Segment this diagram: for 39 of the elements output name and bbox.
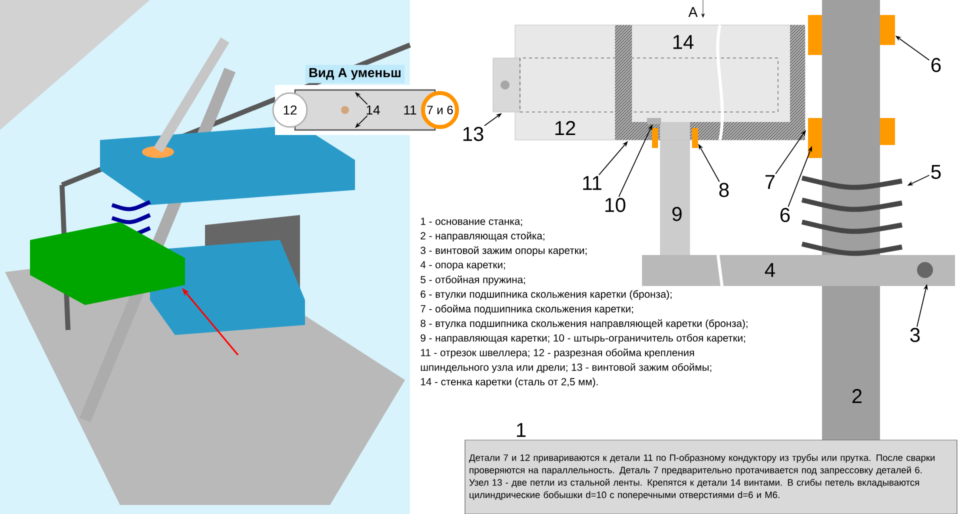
- note-box: Детали 7 и 12 привариваются к детали 11 по П-образному кондуктору из трубы или прутка. После сварки проверяются на параллельность. Деталь 7 предварительно протачивается под запрессовку деталей 6. Узел 13 - две петли из стальной ленты. Крепятся к детали 14 винтами. В сгибы петель вкладываются цилиндрические бобышки d=10 с поперечными отверстиями d=6 и М6.: [464, 440, 958, 514]
- legend-line: 4 - опора каретки;: [420, 261, 505, 270]
- legend-line: 14 - стенка каретки (сталь от 2,5 мм).: [421, 378, 598, 388]
- part-number: 4: [764, 263, 775, 277]
- node-label: 11: [404, 106, 416, 114]
- legend-line: 6 - втулки подшипника скольжения каретки (бронза);: [420, 290, 672, 300]
- callout-number: 5: [931, 165, 941, 179]
- legend-line: 11 - отрезок швеллера; 12 - разрезная обойма крепления: [421, 348, 694, 358]
- view-label: A: [688, 7, 698, 17]
- callout-number: 7: [765, 175, 775, 189]
- bushing-ring: 7 и 6: [421, 91, 459, 129]
- callout-number: 8: [719, 182, 729, 198]
- part-number: 14: [673, 35, 694, 49]
- callout-number: 3: [910, 328, 920, 342]
- legend-line: 3 - винтовой зажим опоры каретки;: [420, 246, 587, 256]
- callout-number: 13: [463, 126, 484, 142]
- legend-line: 8 - втулка подшипника скольжения направляющей каретки (бронза);: [420, 319, 748, 330]
- bushing: [692, 128, 698, 148]
- callout-number: 6: [931, 58, 941, 72]
- callout-number: 6: [780, 208, 790, 222]
- callout-number: 11: [583, 176, 602, 190]
- bushing: [647, 118, 661, 124]
- bushing: [880, 15, 896, 45]
- circle-part: 12: [272, 92, 308, 128]
- spring: [801, 176, 902, 256]
- legend-line: 9 - направляющая каретки; 10 - штырь-ограничитель отбоя каретки;: [420, 334, 746, 344]
- arrow: [355, 92, 368, 105]
- arrow: [355, 115, 368, 128]
- callout-number: 10: [605, 198, 626, 212]
- part-number: 2: [852, 389, 862, 403]
- part-number: 9: [672, 206, 682, 222]
- view-heading: Вид А уменьш: [305, 64, 405, 84]
- legend-line: 5 - отбойная пружина;: [420, 276, 525, 286]
- callout-number: 14: [366, 106, 380, 114]
- part-number: 12: [555, 121, 576, 135]
- legend-line: 2 - направляющая стойка;: [420, 232, 544, 242]
- legend-line: 7 - обойма подшипника скольжения каретки;: [420, 304, 633, 314]
- legend-line: шпиндельного узла или дрели; 13 - винтовой зажим обоймы;: [420, 363, 712, 373]
- legend-line: 1 - основание станка;: [421, 218, 522, 226]
